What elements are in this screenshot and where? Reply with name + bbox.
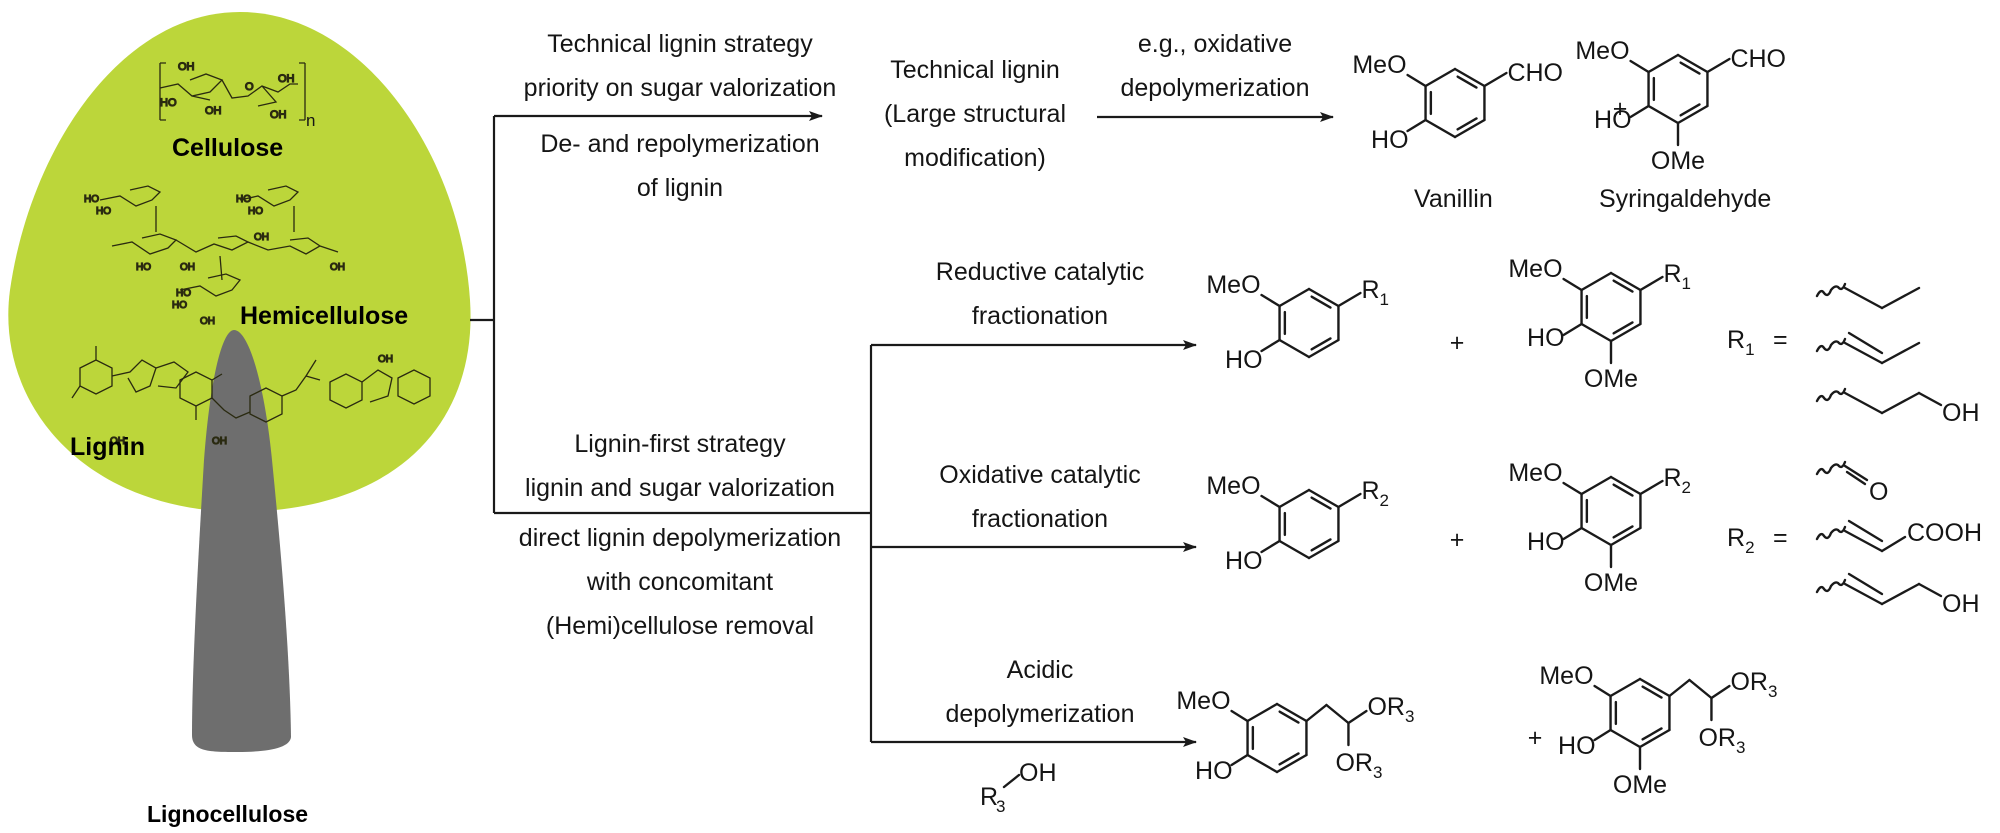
svg-text:OH: OH [180,262,195,273]
technical-strategy-description: De- and repolymerization of lignin [500,122,860,210]
technical-strategy-line-2: priority on sugar valorization [523,74,837,102]
step-line-1: e.g., oxidative [1137,30,1293,58]
hemicellulose-label: Hemicellulose [240,302,409,330]
technical-strategy-label: Technical lignin strategy priority on su… [500,22,860,110]
lignin-first-line-2: lignin and sugar valorization [525,474,835,502]
technical-strategy-line-1: Technical lignin strategy [547,30,813,58]
reductive-line-2: fractionation [971,302,1109,330]
svg-text:OH: OH [178,61,195,73]
acidic-route-label: Acidic depolymerization [890,648,1190,736]
lignocellulose-caption: Lignocellulose [147,801,309,827]
oxidative-depolymerization-label: e.g., oxidative depolymerization [1090,22,1340,110]
svg-text:OH: OH [270,109,287,121]
lignin-first-desc-line-3: (Hemi)cellulose removal [545,612,815,640]
oxidative-line-2: fractionation [971,505,1109,533]
lignin-first-strategy-label: Lignin-first strategy lignin and sugar v… [500,422,860,510]
svg-text:HO: HO [84,194,99,205]
reductive-line-1: Reductive catalytic [935,258,1145,286]
svg-text:HO: HO [136,262,151,273]
svg-text:HO: HO [96,206,111,217]
vanillin-name: Vanillin [1414,185,1493,213]
polymer-subscript: n [306,111,315,130]
reductive-route-label: Reductive catalytic fractionation [890,250,1190,338]
canopy [8,12,471,512]
lignin-first-description: direct lignin depolymerization with conc… [494,516,866,648]
svg-text:HO: HO [176,288,191,299]
intermediate-line-1: Technical lignin [890,56,1060,84]
hemicellulose-structure: HO HO HO HO HO OH OH OH HO HO OH [83,185,346,328]
svg-text:OH: OH [278,73,295,85]
svg-text:HO: HO [160,97,177,109]
svg-text:OH: OH [212,436,227,447]
acidic-line-1: Acidic [1006,656,1074,684]
svg-text:OH: OH [200,316,215,327]
technical-description-line-1: De- and repolymerization [540,130,820,158]
svg-text:O: O [245,81,254,93]
intermediate-line-3: modification) [904,144,1046,172]
lignin-label: Lignin [70,433,145,461]
step-line-2: depolymerization [1120,74,1310,102]
svg-text:OH: OH [205,105,222,117]
svg-text:OH: OH [110,436,125,447]
svg-text:HO: HO [248,206,263,217]
lignin-first-line-1: Lignin-first strategy [574,430,786,458]
acidic-line-2: depolymerization [945,700,1135,728]
lignin-first-desc-line-2: with concomitant [586,568,774,596]
lignin-structure: OH OH OH [71,346,431,448]
trunk [192,330,291,752]
lignin-first-desc-line-1: direct lignin depolymerization [518,524,842,552]
cellulose-label: Cellulose [172,134,284,162]
svg-text:OH: OH [378,354,393,365]
technical-description-line-2: of lignin [636,174,724,202]
syringaldehyde-name: Syringaldehyde [1599,185,1772,213]
oxidative-line-1: Oxidative catalytic [939,461,1141,489]
cellulose-structure: OH HO OH O OH OH [159,60,306,122]
svg-text:OH: OH [254,232,269,243]
svg-text:HO: HO [236,194,251,205]
oxidative-route-label: Oxidative catalytic fractionation [890,453,1190,541]
technical-lignin-intermediate: Technical lignin (Large structural modif… [870,48,1080,180]
svg-text:OH: OH [330,262,345,273]
svg-text:HO: HO [172,300,187,311]
intermediate-line-2: (Large structural [883,100,1067,128]
